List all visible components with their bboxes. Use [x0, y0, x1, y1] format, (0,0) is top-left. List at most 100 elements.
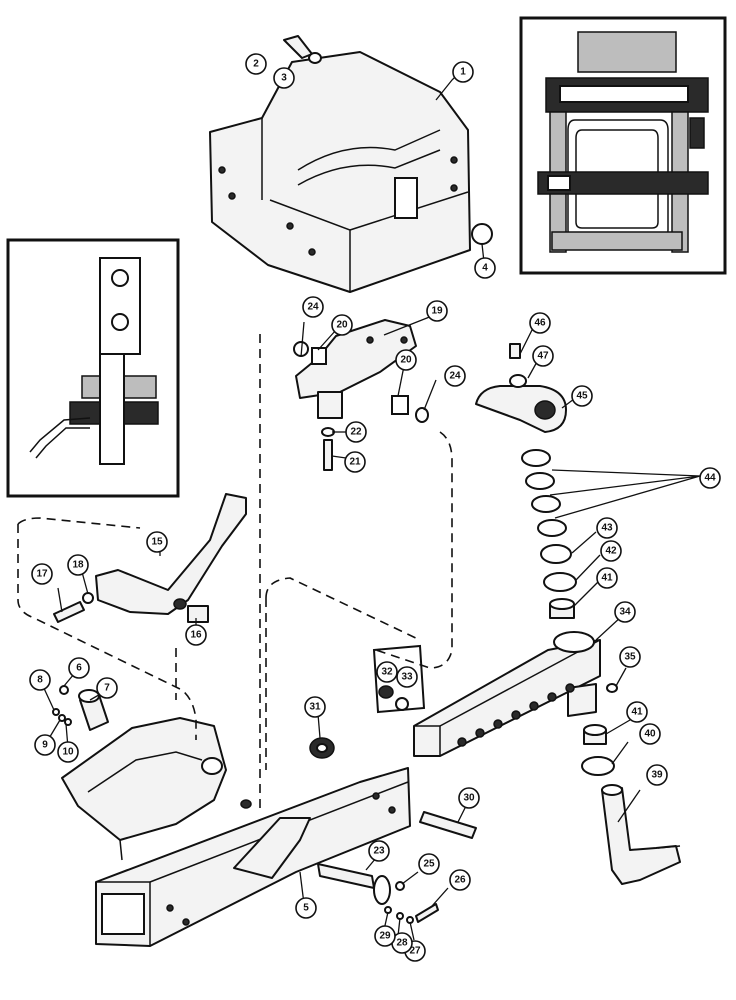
callout-label: 24: [307, 302, 319, 313]
callout-circle: [331, 314, 353, 336]
callout-10: 10: [57, 741, 79, 763]
callout-circle: [34, 734, 56, 756]
callout-circle: [295, 897, 317, 919]
callout-circle: [418, 853, 440, 875]
callout-label: 42: [605, 546, 617, 557]
callout-circle: [639, 723, 661, 745]
callout-34: 34: [614, 601, 636, 623]
part-43-washer: [540, 544, 572, 564]
callout-circle: [96, 677, 118, 699]
callout-label: 3: [281, 73, 287, 84]
callout-label: 41: [601, 573, 613, 584]
part-20-bushing-right: [391, 395, 409, 415]
callout-label: 20: [400, 355, 412, 366]
callout-circle: [474, 257, 496, 279]
part-9-washer: [58, 714, 66, 722]
callout-label: 28: [396, 938, 408, 949]
callout-label: 31: [309, 702, 321, 713]
part-1-support-frame: [209, 51, 471, 293]
callout-circle: [596, 567, 618, 589]
callout-16: 16: [185, 624, 207, 646]
callout-circle: [374, 925, 396, 947]
part-30-pin: [419, 811, 477, 839]
part-39-spindle: [601, 784, 681, 885]
callout-label: 4: [482, 263, 488, 274]
part-2-bolt: [283, 35, 313, 59]
callout-20: 20: [331, 314, 353, 336]
part-35-setscrew: [606, 683, 618, 693]
callout-circle: [529, 312, 551, 334]
callout-label: 43: [601, 523, 613, 534]
callout-46: 46: [529, 312, 551, 334]
callout-8: 8: [29, 669, 51, 691]
callout-label: 40: [644, 729, 656, 740]
callout-label: 24: [449, 371, 461, 382]
part-4-plug: [471, 223, 493, 245]
callout-label: 27: [409, 946, 421, 957]
leader-lines: [41, 73, 701, 941]
callout-6: 6: [68, 657, 90, 679]
callout-circle: [396, 666, 418, 688]
dashed-assembly-lines: [17, 334, 453, 810]
part-15-stabilizer-bracket: [95, 493, 247, 615]
callout-circle: [458, 787, 480, 809]
callout-label: 29: [379, 931, 391, 942]
part-44-shims: [521, 449, 567, 537]
callout-1: 1: [452, 61, 474, 83]
callout-19: 19: [426, 300, 448, 322]
callout-circle: [68, 657, 90, 679]
callout-circle: [345, 421, 367, 443]
callout-label: 32: [381, 667, 393, 678]
part-46-bolt: [509, 343, 521, 359]
callout-label: 17: [36, 569, 48, 580]
callout-45: 45: [571, 385, 593, 407]
callout-label: 8: [37, 675, 43, 686]
callout-5: 5: [295, 897, 317, 919]
callout-label: 23: [373, 846, 385, 857]
callout-41: 41: [596, 567, 618, 589]
callout-circle: [31, 563, 53, 585]
part-42-washer: [543, 572, 577, 592]
callout-22: 22: [345, 421, 367, 443]
part-32-nut: [378, 685, 394, 699]
callout-label: 30: [463, 793, 475, 804]
callout-label: 26: [454, 875, 466, 886]
part-24-washer-right: [415, 407, 429, 423]
callout-43: 43: [596, 517, 618, 539]
callout-7: 7: [96, 677, 118, 699]
inset-section-view-right: [519, 16, 727, 275]
callout-circle: [452, 61, 474, 83]
callout-44: 44: [699, 467, 721, 489]
callout-label: 44: [704, 473, 716, 484]
part-5-front-axle-frame: [61, 717, 411, 947]
callout-3: 3: [273, 67, 295, 89]
part-7-pivot-pin: [78, 689, 109, 731]
callout-circle: [699, 467, 721, 489]
part-47-washer: [509, 374, 527, 388]
callout-circle: [449, 869, 471, 891]
callout-label: 1: [460, 67, 466, 78]
callout-label: 15: [151, 537, 163, 548]
callout-label: 5: [303, 903, 309, 914]
callout-label: 2: [253, 59, 259, 70]
callout-circle: [619, 646, 641, 668]
callout-29: 29: [374, 925, 396, 947]
callout-circle: [67, 554, 89, 576]
inset-detail-left: [6, 238, 180, 498]
callout-15: 15: [146, 531, 168, 553]
callout-label: 16: [190, 630, 202, 641]
callout-39: 39: [646, 764, 668, 786]
part-31-nut: [309, 737, 335, 759]
part-21-bolt: [323, 439, 333, 471]
callout-circle: [646, 764, 668, 786]
callout-circle: [302, 296, 324, 318]
callout-circle: [626, 701, 648, 723]
callout-31: 31: [304, 696, 326, 718]
callout-label: 39: [651, 770, 663, 781]
part-34-axle-extension: [413, 631, 601, 757]
part-17-bolt: [53, 601, 85, 623]
callout-26: 26: [449, 869, 471, 891]
callout-circle: [146, 531, 168, 553]
callout-circle: [344, 451, 366, 473]
